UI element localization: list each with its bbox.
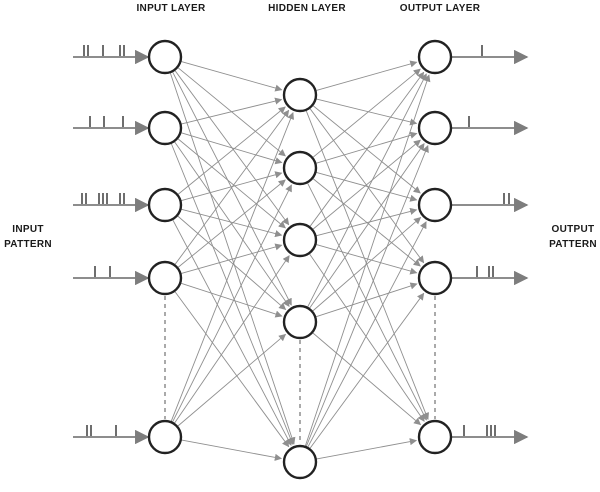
connection-line <box>307 73 427 308</box>
connection-line <box>304 74 431 447</box>
input-neuron <box>147 39 183 75</box>
output-layer-title: OUTPUT LAYER <box>399 3 481 14</box>
connection-line <box>169 72 296 445</box>
connection-line <box>316 60 418 91</box>
connection-line <box>177 179 286 268</box>
connection-line <box>316 172 418 202</box>
input-layer-title: INPUT LAYER <box>136 3 206 14</box>
connection-line <box>174 291 290 448</box>
connection-line <box>316 98 418 126</box>
connection-line <box>181 171 283 201</box>
connection-line <box>309 108 425 264</box>
connection-line <box>177 215 287 311</box>
output-pattern-line2: PATTERN <box>549 239 597 250</box>
connection-line <box>181 439 283 461</box>
dashed-continuation-group <box>164 296 436 444</box>
output-neuron <box>417 419 453 455</box>
connection-line <box>316 244 418 275</box>
connection-line <box>316 282 418 318</box>
connection-line <box>174 255 290 424</box>
hidden-neuron <box>282 77 318 113</box>
connection-line <box>174 109 290 265</box>
connection-line <box>305 110 429 420</box>
output-neuron <box>417 260 453 296</box>
connection-line <box>309 292 425 449</box>
connection-line <box>309 253 425 422</box>
connection-line <box>181 132 283 165</box>
connection-line <box>305 144 429 447</box>
input-neuron <box>147 187 183 223</box>
connection-line <box>181 61 283 92</box>
hidden-neuron <box>282 150 318 186</box>
input-neuron <box>147 260 183 296</box>
input-neuron <box>147 110 183 146</box>
connections-group <box>169 60 431 461</box>
input-pattern-line2: PATTERN <box>4 239 52 250</box>
connection-line <box>181 97 283 125</box>
connection-line <box>181 208 283 238</box>
output-neuron <box>417 187 453 223</box>
connection-line <box>307 221 427 448</box>
hidden-neuron <box>282 304 318 340</box>
connection-line <box>170 112 294 422</box>
output-neuron <box>417 39 453 75</box>
hidden-neuron <box>282 444 318 480</box>
connection-line <box>181 243 283 274</box>
io-arrows-group <box>73 45 529 445</box>
connection-line <box>312 332 422 426</box>
connection-line <box>172 184 292 423</box>
input-neuron <box>147 419 183 455</box>
connection-line <box>316 131 418 164</box>
neurons-group <box>147 39 453 480</box>
connection-line <box>316 438 418 460</box>
output-pattern-label: OUTPUT PATTERN <box>549 222 597 252</box>
hidden-neuron <box>282 222 318 258</box>
connection-line <box>312 216 422 312</box>
connection-line <box>172 71 292 306</box>
output-neuron <box>417 110 453 146</box>
output-pattern-line1: OUTPUT <box>551 224 595 235</box>
connection-line <box>312 139 421 230</box>
connection-line <box>307 182 427 421</box>
connection-line <box>177 138 286 229</box>
input-pattern-line1: INPUT <box>12 224 44 235</box>
connection-line <box>181 282 283 318</box>
connection-line <box>172 219 292 446</box>
input-pattern-label: INPUT PATTERN <box>4 222 52 252</box>
connection-line <box>309 71 425 227</box>
connection-line <box>174 141 290 307</box>
connection-line <box>177 106 286 195</box>
connection-line <box>312 68 421 158</box>
hidden-layer-title: HIDDEN LAYER <box>268 3 346 14</box>
connection-line <box>309 143 425 309</box>
connection-line <box>170 143 294 446</box>
connection-line <box>177 333 287 427</box>
